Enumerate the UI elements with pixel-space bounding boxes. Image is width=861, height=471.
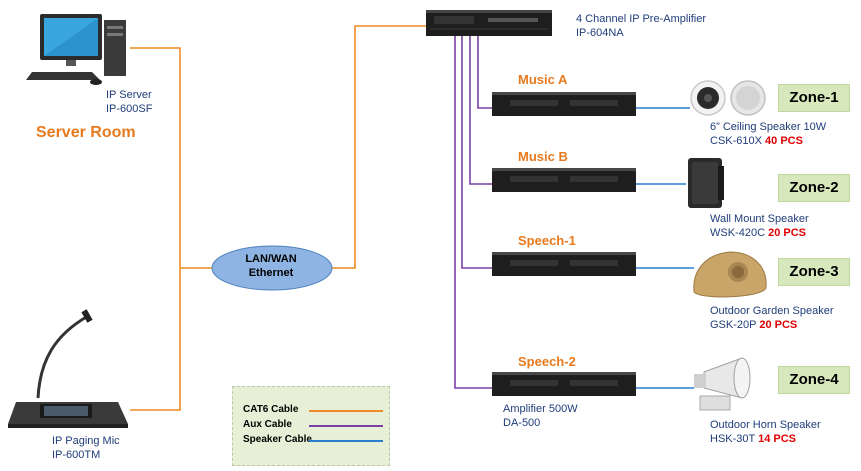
aux-to-speech-2 bbox=[454, 36, 493, 389]
ip-server-label: IP Server IP-600SF bbox=[106, 88, 152, 116]
zone-4-badge: Zone-4 bbox=[778, 366, 850, 394]
cat6-trunk bbox=[130, 47, 181, 411]
ceiling-speaker-icon bbox=[690, 80, 766, 116]
zone-3-badge: Zone-3 bbox=[778, 258, 850, 286]
zone-2-speaker-model: WSK-420C bbox=[710, 227, 766, 239]
zone-4-qty: 14 PCS bbox=[758, 433, 797, 445]
lan-wan-network bbox=[211, 245, 333, 291]
zone-1-badge: Zone-1 bbox=[778, 84, 850, 112]
ip-server-model: IP-600SF bbox=[106, 103, 153, 115]
zone-1-qty: 40 PCS bbox=[765, 135, 803, 147]
legend-aux-label: Aux Cable bbox=[243, 419, 292, 430]
cable-legend: CAT6 Cable Aux Cable Speaker Cable bbox=[232, 386, 390, 466]
paging-mic-model: IP-600TM bbox=[52, 449, 101, 461]
zone-3-speaker-label: Outdoor Garden Speaker GSK-20P 20 PCS bbox=[710, 304, 834, 332]
ip-server-name: IP Server bbox=[106, 89, 152, 101]
aux-to-music-a bbox=[477, 36, 493, 109]
zone-4-speaker-name: Outdoor Horn Speaker bbox=[710, 419, 821, 431]
preamp-name: 4 Channel IP Pre-Amplifier bbox=[576, 13, 707, 25]
legend-speaker-label: Speaker Cable bbox=[243, 434, 312, 445]
amplifier-device-speech-1 bbox=[492, 252, 636, 276]
garden-speaker-icon bbox=[693, 251, 767, 298]
zone-1-speaker-label: 6” Ceiling Speaker 10W CSK-610X 40 PCS bbox=[710, 120, 826, 148]
amp-title-music-a: Music A bbox=[518, 72, 568, 87]
amplifier-device-music-b bbox=[492, 168, 636, 192]
wall-speaker-icon bbox=[688, 158, 724, 208]
amplifier-model-label: Amplifier 500W DA-500 bbox=[503, 402, 578, 430]
speaker-cables bbox=[636, 107, 694, 389]
network-line1: LAN/WAN bbox=[245, 253, 297, 265]
zone-1-speaker-name: 6” Ceiling Speaker 10W bbox=[710, 121, 827, 133]
amplifier-name: Amplifier 500W bbox=[503, 403, 578, 415]
zone-1-speaker-model: CSK-610X bbox=[710, 135, 762, 147]
cat6-to-preamp bbox=[330, 25, 428, 269]
amplifier-device-speech-2 bbox=[492, 372, 636, 396]
paging-mic-label: IP Paging Mic IP-600TM bbox=[52, 434, 120, 462]
aux-cables bbox=[454, 36, 493, 389]
legend-aux-line bbox=[309, 425, 383, 427]
server-room-title: Server Room bbox=[36, 124, 136, 141]
preamp-device bbox=[426, 10, 552, 36]
amp-title-music-b: Music B bbox=[518, 149, 568, 164]
amp-title-speech-2: Speech-2 bbox=[518, 354, 576, 369]
preamp-label: 4 Channel IP Pre-Amplifier IP-604NA bbox=[576, 12, 706, 40]
ip-server-icon bbox=[26, 14, 126, 85]
zone-3-speaker-name: Outdoor Garden Speaker bbox=[710, 305, 834, 317]
zone-4-speaker-label: Outdoor Horn Speaker HSK-30T 14 PCS bbox=[710, 418, 821, 446]
paging-mic-icon bbox=[8, 309, 128, 428]
aux-to-music-b bbox=[469, 36, 493, 185]
zone-3-speaker-model: GSK-20P bbox=[710, 319, 757, 331]
network-line2: Ethernet bbox=[248, 267, 294, 279]
zone-2-speaker-name: Wall Mount Speaker bbox=[710, 213, 809, 225]
zone-4-speaker-model: HSK-30T bbox=[710, 433, 756, 445]
legend-speaker-line bbox=[309, 440, 383, 442]
preamp-model: IP-604NA bbox=[576, 27, 624, 39]
zone-2-badge: Zone-2 bbox=[778, 174, 850, 202]
zone-2-qty: 20 PCS bbox=[768, 227, 807, 239]
amplifier-device-music-a bbox=[492, 92, 636, 116]
paging-mic-name: IP Paging Mic bbox=[52, 435, 120, 447]
legend-cat6-line bbox=[309, 410, 383, 412]
amp-title-speech-1: Speech-1 bbox=[518, 233, 576, 248]
zone-3-qty: 20 PCS bbox=[759, 319, 798, 331]
cat6-cables bbox=[130, 25, 428, 411]
horn-speaker-icon bbox=[694, 357, 751, 411]
legend-cat6-label: CAT6 Cable bbox=[243, 404, 299, 415]
aux-to-speech-1 bbox=[461, 36, 493, 269]
amplifier-model: DA-500 bbox=[503, 417, 541, 429]
network-label: LAN/WAN Ethernet bbox=[212, 252, 330, 280]
zone-2-speaker-label: Wall Mount Speaker WSK-420C 20 PCS bbox=[710, 212, 809, 240]
